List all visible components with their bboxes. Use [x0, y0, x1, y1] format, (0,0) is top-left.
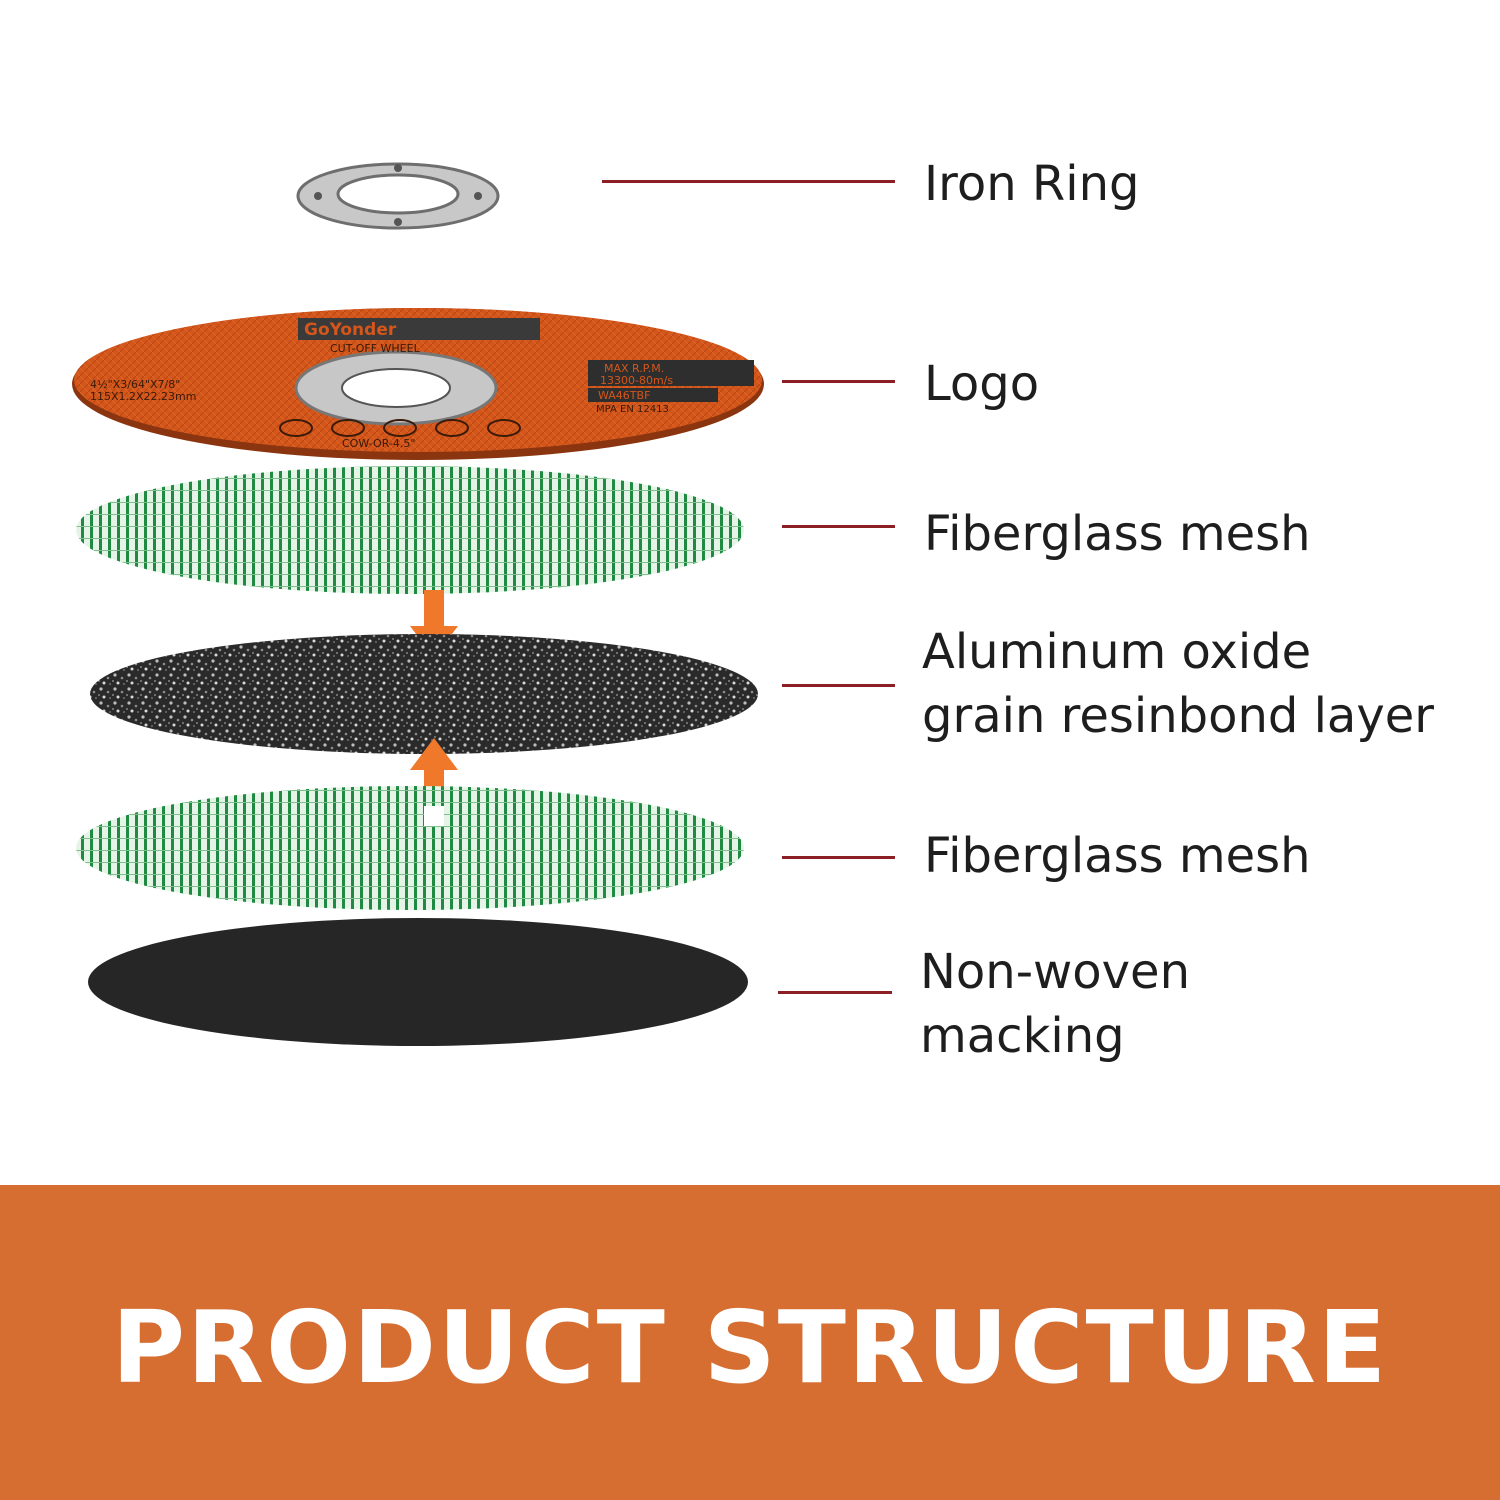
- disc-size-inch: 4½"X3/64"X7/8": [90, 378, 180, 391]
- exploded-diagram: GoYonder CUT-OFF WHEEL 4½"X3/64"X7/8" 11…: [72, 156, 1435, 1064]
- disc-standard: MPA EN 12413: [596, 404, 669, 415]
- aluminum-oxide-grain-icon: [90, 634, 758, 754]
- fiberglass-mesh-icon: [76, 786, 744, 910]
- disc-grit-code: WA46TBF: [598, 389, 650, 402]
- disc-brand: GoYonder: [304, 320, 397, 340]
- disc-model: COW-OR-4.5": [342, 437, 415, 450]
- disc-max-rpm-value: 13300-80m/s: [600, 374, 673, 387]
- label-backing: Non-woven macking: [920, 944, 1190, 1064]
- leader-line-backing: [778, 991, 892, 994]
- label-fiberglass-bottom: Fiberglass mesh: [924, 828, 1311, 884]
- layers-illustration: GoYonder CUT-OFF WHEEL 4½"X3/64"X7/8" 11…: [72, 162, 764, 1046]
- non-woven-backing-icon: [88, 918, 748, 1046]
- disc-size-mm: 115X1.2X22.23mm: [90, 390, 196, 403]
- leader-line-fiberglass-top: [782, 525, 895, 528]
- leader-line-fiberglass-bottom: [782, 856, 895, 859]
- label-iron-ring: Iron Ring: [924, 156, 1140, 212]
- disc-max-rpm-label: MAX R.P.M.: [604, 362, 664, 375]
- label-logo: Logo: [924, 356, 1040, 412]
- page-title: PRODUCT STRUCTURE: [111, 1288, 1389, 1406]
- title-banner: PRODUCT STRUCTURE: [0, 1185, 1500, 1500]
- leader-line-logo: [782, 380, 895, 383]
- disc-subtitle: CUT-OFF WHEEL: [330, 342, 421, 355]
- logo-disc-icon: GoYonder CUT-OFF WHEEL 4½"X3/64"X7/8" 11…: [72, 308, 764, 460]
- iron-ring-icon: [296, 162, 500, 230]
- leader-line-iron-ring: [602, 180, 895, 183]
- safety-symbol-icons: [279, 419, 521, 437]
- label-fiberglass-top: Fiberglass mesh: [924, 506, 1311, 562]
- label-grain: Aluminum oxide grain resinbond layer: [922, 624, 1435, 744]
- fiberglass-mesh-icon: [76, 466, 744, 594]
- leader-line-grain: [782, 684, 895, 687]
